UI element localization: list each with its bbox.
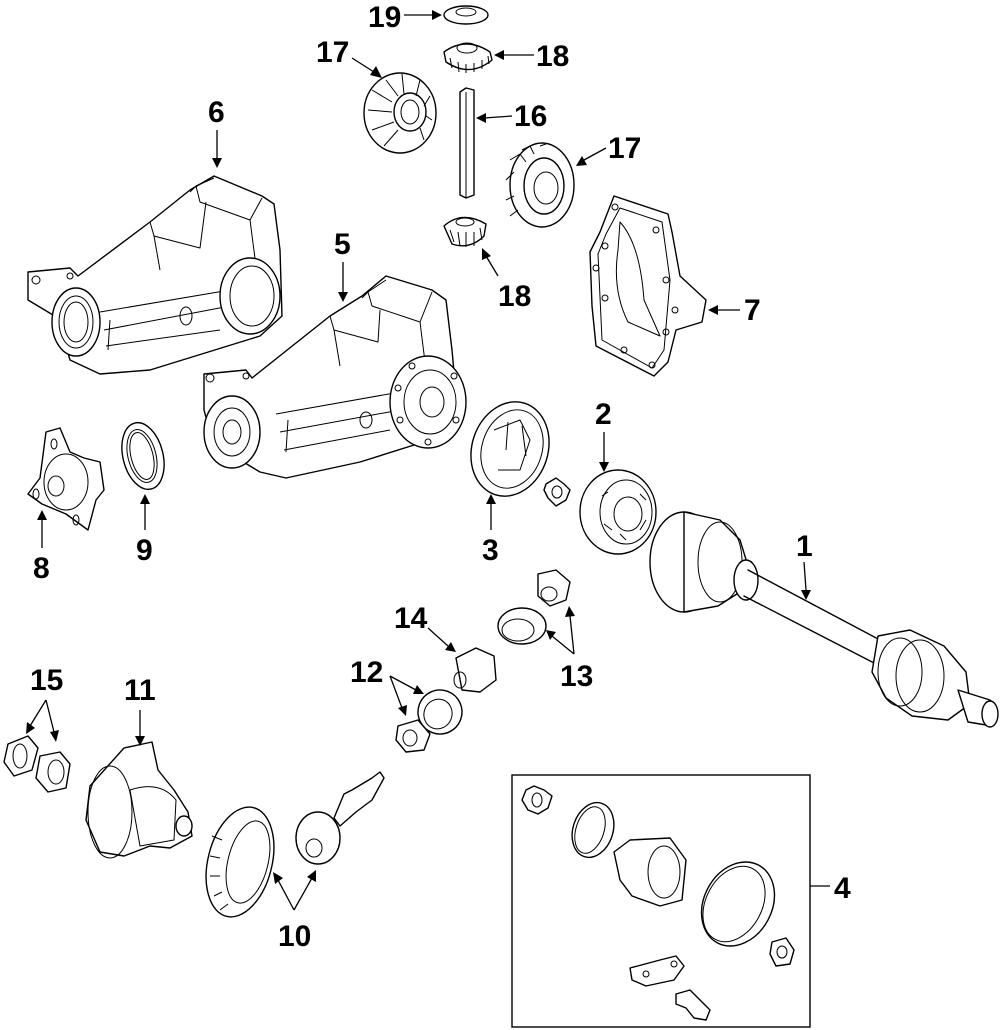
part-17-side-gear-left[interactable] <box>363 72 437 154</box>
part-11-differential-case[interactable] <box>85 741 193 859</box>
part-18-pinion-gear-top[interactable] <box>443 42 493 73</box>
callout-17-right[interactable]: 17 <box>608 132 641 165</box>
part-5-differential-assembly[interactable] <box>203 275 467 479</box>
part-3-side-bearing-seal[interactable] <box>459 392 561 507</box>
part-15-side-bearings[interactable] <box>3 735 71 793</box>
callout-7[interactable]: 7 <box>744 294 761 327</box>
callout-18-top[interactable]: 18 <box>536 40 569 73</box>
callout-13[interactable]: 13 <box>560 660 593 693</box>
part-17-side-gear-right[interactable] <box>505 142 575 228</box>
callout-4[interactable]: 4 <box>834 872 851 905</box>
callout-17-left[interactable]: 17 <box>316 36 349 69</box>
part-9-pinion-seal[interactable] <box>115 418 170 494</box>
callout-18-bottom[interactable]: 18 <box>498 280 531 313</box>
callout-10[interactable]: 10 <box>278 920 311 953</box>
callout-8[interactable]: 8 <box>33 552 50 585</box>
callout-9[interactable]: 9 <box>136 534 153 567</box>
part-18-pinion-gear-bottom[interactable] <box>443 216 487 247</box>
part-4-cv-boot-kit[interactable] <box>511 774 811 1028</box>
leader-lines <box>26 10 830 911</box>
part-6-differential-carrier[interactable] <box>27 175 283 375</box>
part-14-crush-sleeve[interactable] <box>453 647 497 693</box>
part-12-pinion-bearings-front[interactable] <box>395 684 468 753</box>
callout-labels: 19 18 17 16 17 18 6 5 7 2 3 8 9 1 13 14 … <box>30 1 851 953</box>
callout-12[interactable]: 12 <box>350 656 383 689</box>
part-10-ring-and-pinion[interactable] <box>195 771 385 924</box>
callout-11[interactable]: 11 <box>124 674 156 707</box>
part-19-thrust-washer[interactable] <box>443 5 489 25</box>
tab-washer[interactable] <box>543 477 571 507</box>
part-2-inner-cv-joint[interactable] <box>579 469 657 555</box>
callout-2[interactable]: 2 <box>595 398 612 431</box>
callout-6[interactable]: 6 <box>208 96 225 129</box>
part-8-pinion-flange[interactable] <box>27 427 105 531</box>
callout-15[interactable]: 15 <box>30 664 63 697</box>
callout-5[interactable]: 5 <box>334 228 351 261</box>
part-16-pinion-shaft[interactable] <box>459 87 475 199</box>
callout-16[interactable]: 16 <box>514 100 547 133</box>
part-13-pinion-bearings-rear[interactable] <box>497 569 571 645</box>
part-1-axle-shaft[interactable] <box>649 511 999 728</box>
callout-19[interactable]: 19 <box>368 1 401 34</box>
callout-14[interactable]: 14 <box>394 602 428 635</box>
callout-1[interactable]: 1 <box>796 530 813 563</box>
callout-3[interactable]: 3 <box>482 534 499 567</box>
part-7-rear-cover[interactable] <box>589 195 707 377</box>
